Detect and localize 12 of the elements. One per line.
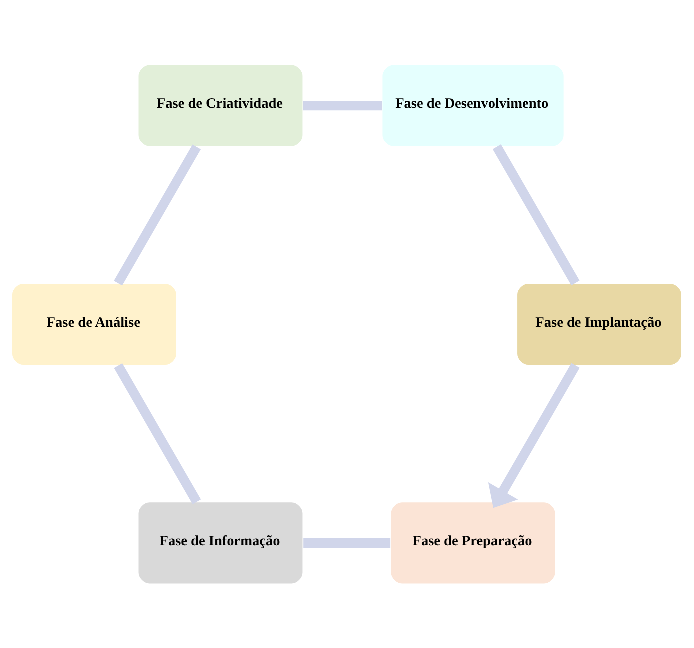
node-box: Fase de Implantação <box>516 282 682 366</box>
connector <box>114 144 201 286</box>
node-box: Fase de Preparação <box>390 501 556 584</box>
connector <box>492 144 580 286</box>
arrow <box>488 362 580 508</box>
node-box: Fase de Desenvolvimento <box>382 64 565 147</box>
node-box: Fase de Informação <box>138 501 304 584</box>
connector <box>114 362 202 504</box>
connector <box>303 100 382 110</box>
node-box: Fase de Criatividade <box>138 64 304 147</box>
connector <box>304 538 391 548</box>
node-box: Fase de Análise <box>12 282 178 366</box>
